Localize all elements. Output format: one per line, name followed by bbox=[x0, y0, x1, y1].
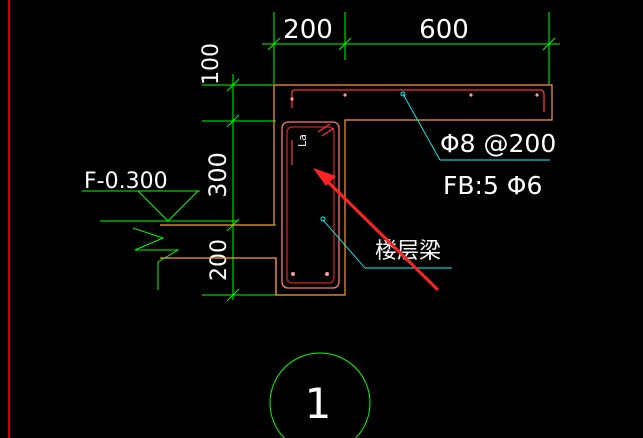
leader-node-mid bbox=[320, 216, 326, 222]
red-arrow bbox=[313, 168, 440, 292]
detail-number-circle bbox=[269, 352, 371, 438]
bottom-rebar-label: FB:5 Φ6 bbox=[443, 171, 542, 200]
dim-top-right-label: 600 bbox=[419, 15, 469, 45]
leader-node-top bbox=[400, 91, 406, 97]
rebar-lines bbox=[281, 89, 545, 289]
stirrup-label: Φ8 @200 bbox=[440, 129, 556, 158]
elevation-label: F-0.300 bbox=[84, 169, 168, 194]
rebar-dots bbox=[290, 93, 539, 276]
dim-top-left-label: 200 bbox=[283, 15, 333, 45]
detail-number-label: 1 bbox=[305, 379, 332, 428]
dim-left-bottom-label: 200 bbox=[207, 239, 232, 281]
leader-lines bbox=[322, 93, 550, 269]
concrete-outline bbox=[160, 84, 553, 296]
section-mark-label: La bbox=[296, 134, 309, 147]
dim-left-top-label: 100 bbox=[199, 43, 224, 85]
dim-left-middle-label: 300 bbox=[204, 152, 232, 198]
